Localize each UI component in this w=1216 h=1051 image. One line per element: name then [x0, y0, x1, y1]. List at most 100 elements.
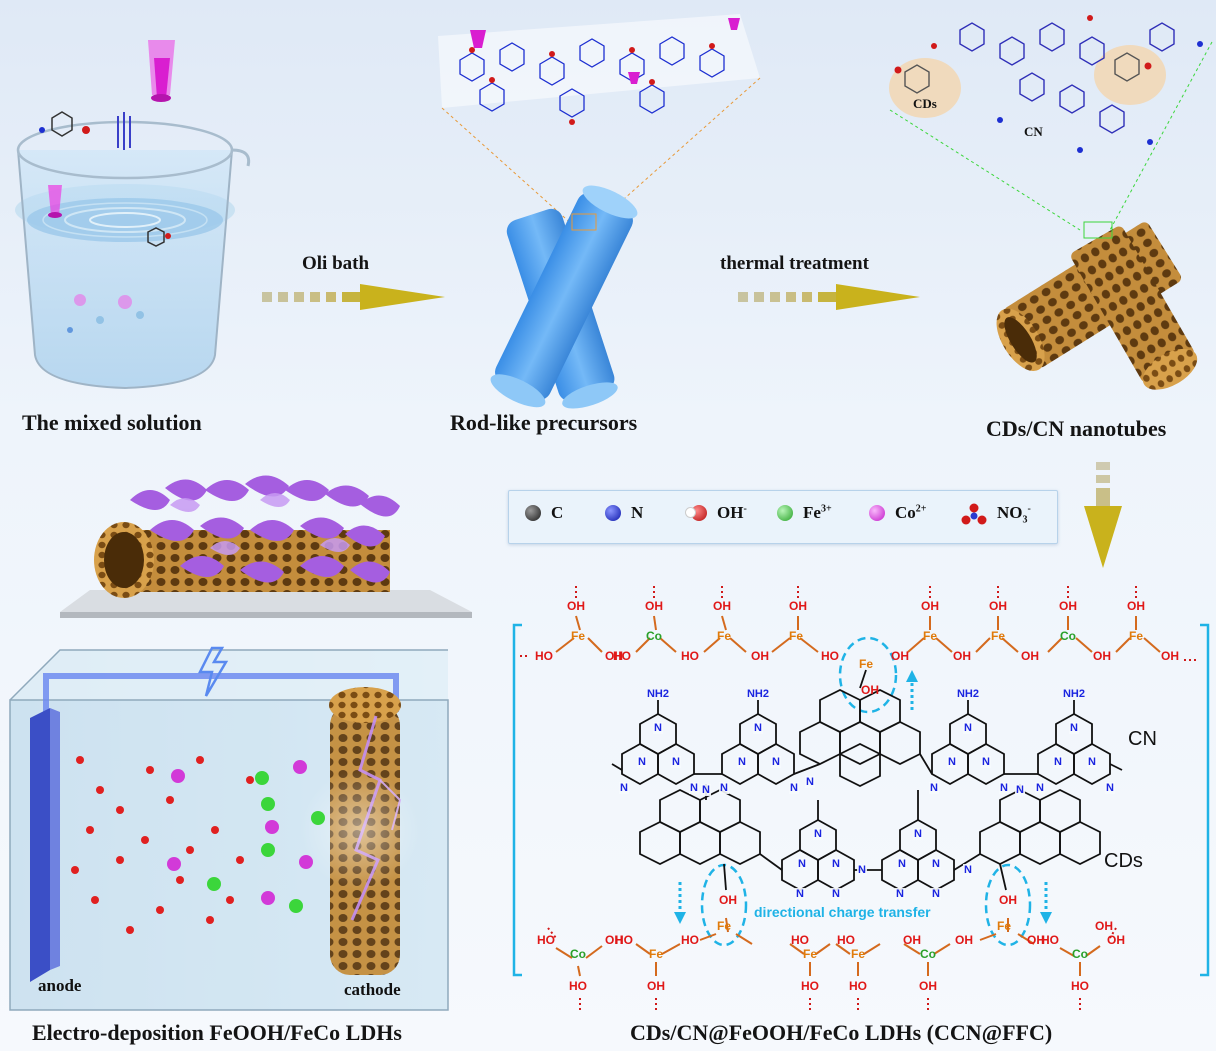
atom-label-ho: HO: [1041, 933, 1059, 947]
atom-label-ho: HO: [837, 933, 855, 947]
atom-label-ho: HO: [537, 933, 555, 947]
atom-label-n: N: [1069, 722, 1079, 734]
atom-label-n: N: [963, 864, 973, 876]
atom-label-oh: OH: [891, 649, 909, 663]
atom-label-oh: OH: [999, 893, 1017, 907]
atom-label-ho: HO: [535, 649, 553, 663]
atom-label-n: N: [831, 888, 841, 900]
atom-label-n: N: [753, 722, 763, 734]
atom-label-nh2: NH2: [956, 688, 980, 700]
legend-item-n: N: [605, 503, 643, 523]
atom-label-ho: HO: [681, 933, 699, 947]
charge-transfer-label: directional charge transfer: [754, 904, 931, 920]
atom-label-n: N: [931, 858, 941, 870]
electro-cell-illustration: [9, 646, 449, 1011]
atom-label-n: N: [653, 722, 663, 734]
atom-label-oh: OH: [1095, 919, 1113, 933]
atom-label-oh: OH: [713, 599, 731, 613]
atom-label-ho: HO: [801, 979, 819, 993]
atom-label-n: N: [619, 782, 629, 794]
atom-label-n: N: [737, 756, 747, 768]
atom-label-fe: Fe: [850, 947, 866, 961]
atom-label-oh: OH: [1107, 933, 1125, 947]
atom-label-n: N: [797, 858, 807, 870]
atom-label-n: N: [1035, 782, 1045, 794]
atom-label-oh: OH: [861, 683, 879, 697]
atom-label-n: N: [805, 776, 815, 788]
tag-cds: CDs: [913, 96, 937, 111]
step-label-thermal: thermal treatment: [720, 253, 869, 274]
atom-label-n: N: [895, 888, 905, 900]
atom-label-fe: Fe: [788, 629, 804, 643]
atom-label-oh: OH: [605, 649, 623, 663]
atom-legend: C N OH- Fe3+ Co2+: [508, 490, 1058, 544]
atom-label-fe: Fe: [1128, 629, 1144, 643]
atom-label-ho: HO: [821, 649, 839, 663]
nitrogen-atom-icon: [605, 505, 621, 521]
legend-label-oh: OH-: [717, 503, 747, 522]
atom-label-oh: OH: [719, 893, 737, 907]
carbon-atom-icon: [525, 505, 541, 521]
process-arrow-1: [262, 284, 445, 310]
tag-cn: CN: [1024, 124, 1043, 139]
caption-mixed-solution: The mixed solution: [22, 410, 202, 435]
atom-label-oh: OH: [1161, 649, 1179, 663]
atom-label-n: N: [671, 756, 681, 768]
atom-label-oh: OH: [1027, 933, 1045, 947]
atom-label-fe: Fe: [716, 919, 732, 933]
atom-label-oh: OH: [647, 979, 665, 993]
atom-label-n: N: [831, 858, 841, 870]
atom-label-n: N: [637, 756, 647, 768]
legend-item-fe: Fe3+: [777, 503, 832, 523]
atom-label-oh: OH: [605, 933, 623, 947]
cathode-label: cathode: [344, 980, 401, 999]
atom-label-n: N: [795, 888, 805, 900]
legend-label-c: C: [551, 503, 564, 522]
atom-label-oh: OH: [903, 933, 921, 947]
atom-label-co: Co: [570, 947, 586, 961]
atom-label-fe: Fe: [802, 947, 818, 961]
atom-label-n: N: [913, 828, 923, 840]
atom-label-oh: OH: [953, 649, 971, 663]
atom-label-ho: HO: [1071, 979, 1089, 993]
atom-label-n: N: [789, 782, 799, 794]
atom-label-n: N: [1087, 756, 1097, 768]
atom-label-oh: OH: [1021, 649, 1039, 663]
atom-label-n: N: [719, 782, 729, 794]
caption-final-product: CDs/CN@FeOOH/FeCo LDHs (CCN@FFC): [630, 1020, 1053, 1045]
caption-electro-deposition: Electro-deposition FeOOH/FeCo LDHs: [32, 1020, 402, 1045]
atom-label-n: N: [857, 864, 867, 876]
structure-label-cn: CN: [1128, 728, 1157, 750]
atom-label-ho: HO: [791, 933, 809, 947]
atom-label-co: Co: [920, 947, 936, 961]
process-arrow-down: [1084, 462, 1122, 568]
nitrate-icon: [961, 503, 987, 525]
step-label-oil-bath: Oli bath: [302, 253, 370, 274]
atom-label-n: N: [963, 722, 973, 734]
atom-label-oh: OH: [751, 649, 769, 663]
atom-label-n: N: [929, 782, 939, 794]
iron-ion-icon: [777, 505, 793, 521]
cobalt-ion-icon: [869, 505, 885, 521]
rod-precursors-illustration: [438, 14, 761, 409]
atom-label-n: N: [701, 784, 711, 796]
atom-label-oh: OH: [789, 599, 807, 613]
atom-label-oh: OH: [645, 599, 663, 613]
legend-label-n: N: [631, 503, 644, 522]
atom-label-oh: OH: [1059, 599, 1077, 613]
atom-label-fe: Fe: [648, 947, 664, 961]
legend-item-no3: NO3-: [961, 503, 1031, 525]
anode-label: anode: [38, 976, 82, 995]
legend-item-co: Co2+: [869, 503, 926, 523]
caption-nanotubes: CDs/CN nanotubes: [986, 416, 1167, 441]
atom-label-oh: OH: [919, 979, 937, 993]
process-arrow-2: [738, 284, 920, 310]
atom-label-fe: Fe: [858, 657, 874, 671]
atom-label-oh: OH: [1093, 649, 1111, 663]
legend-item-oh: OH-: [685, 503, 747, 523]
atom-label-oh: OH: [989, 599, 1007, 613]
nanotubes-illustration: [889, 15, 1213, 390]
atom-label-n: N: [999, 782, 1009, 794]
atom-label-n: N: [931, 888, 941, 900]
